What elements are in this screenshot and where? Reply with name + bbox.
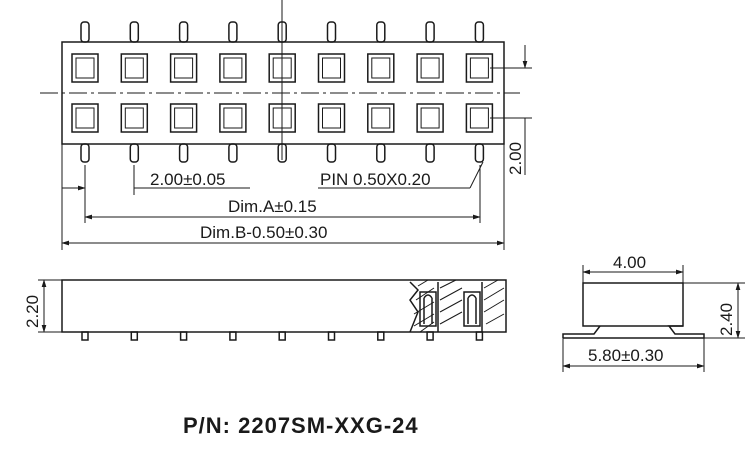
pin-column xyxy=(71,21,99,163)
pin-lead-top xyxy=(425,21,435,43)
pin-lead-bottom xyxy=(80,143,90,163)
contact-hole-outer xyxy=(367,103,395,133)
pin-lead-bottom xyxy=(474,143,485,163)
end-height-label: 2.40 xyxy=(717,303,736,336)
pitch-label: 2.00±0.05 xyxy=(150,170,226,189)
contact-hole-inner xyxy=(371,107,391,129)
end-view-body xyxy=(582,282,684,327)
pin-lead-bottom xyxy=(277,143,287,163)
end-bottom-width-label: 5.80±0.30 xyxy=(588,346,664,365)
side-pin xyxy=(475,331,484,341)
pin-lead-bottom xyxy=(228,143,238,163)
pin-lead-top xyxy=(326,21,337,43)
contact-hole-outer xyxy=(317,53,346,83)
contact-hole-inner xyxy=(322,107,341,129)
row-pitch-label: 2.00 xyxy=(506,142,525,175)
pin-lead-top xyxy=(474,21,485,43)
pin-column xyxy=(268,21,296,163)
contact-hole-outer xyxy=(416,53,444,83)
pin-column xyxy=(169,21,198,163)
side-view-body xyxy=(61,279,507,333)
contact-hole-outer xyxy=(416,103,444,133)
pin-lead-top xyxy=(277,21,287,43)
contact-hole-outer xyxy=(219,53,247,83)
contact-hole-inner xyxy=(174,107,194,129)
pin-lead-bottom xyxy=(425,143,435,163)
side-pin xyxy=(426,331,434,341)
contact-hole-outer xyxy=(169,103,198,133)
part-number: P/N: 2207SM-XXG-24 xyxy=(183,413,419,438)
contact-hole-inner xyxy=(223,107,243,129)
side-pins xyxy=(81,331,484,341)
pin-lead-top xyxy=(178,21,189,43)
top-view: 2.00 2.00±0.05 PIN 0.50X0.20 Dim.A±0.15 … xyxy=(40,0,532,250)
contact-hole-outer xyxy=(268,53,296,83)
pin-column xyxy=(120,21,149,163)
side-pin xyxy=(81,331,89,341)
contact-hole-inner xyxy=(174,57,194,79)
contact-hole-outer xyxy=(219,103,247,133)
side-pin xyxy=(179,331,188,341)
contact-hole-outer xyxy=(268,103,296,133)
contact-hole-outer xyxy=(367,53,395,83)
pin-column xyxy=(416,21,444,163)
contact-hole-outer xyxy=(71,103,99,133)
contact-hole-inner xyxy=(124,107,144,129)
pin-column xyxy=(465,21,494,163)
contact-hole-outer xyxy=(71,53,99,83)
contact-hole-outer xyxy=(120,53,149,83)
contact-hole-inner xyxy=(371,57,391,79)
contact-hole-outer xyxy=(120,103,149,133)
side-pin xyxy=(130,331,139,341)
contact-hole-outer xyxy=(317,103,346,133)
contact-hole-inner xyxy=(420,107,440,129)
contact-hole-inner xyxy=(124,57,144,79)
side-pin xyxy=(229,331,237,341)
contact-hole-outer xyxy=(169,53,198,83)
side-pin xyxy=(377,331,385,341)
contact-hole-inner xyxy=(272,57,292,79)
contact-hole-inner xyxy=(322,57,341,79)
pin-lead-bottom xyxy=(326,143,337,163)
pin-columns xyxy=(71,21,494,163)
side-pin xyxy=(327,331,336,341)
pin-lead-bottom xyxy=(376,143,386,163)
side-view: 2.20 xyxy=(23,279,507,341)
dim-a-label: Dim.A±0.15 xyxy=(228,197,317,216)
contact-hole-inner xyxy=(469,57,489,79)
contact-hole-inner xyxy=(272,107,292,129)
pin-size-label: PIN 0.50X0.20 xyxy=(320,170,431,189)
pin-lead-top xyxy=(376,21,386,43)
pin-lead-top xyxy=(129,21,140,43)
end-view: 4.00 2.40 5.80±0.30 xyxy=(562,253,745,372)
pin-column xyxy=(317,21,346,163)
contact-hole-inner xyxy=(223,57,243,79)
end-view-legs xyxy=(562,325,705,339)
end-top-width-label: 4.00 xyxy=(613,253,646,272)
side-pin xyxy=(278,331,286,341)
side-height-label: 2.20 xyxy=(23,295,42,328)
contact-hole-inner xyxy=(420,57,440,79)
contact-hole-inner xyxy=(469,107,489,129)
contact-hole-inner xyxy=(75,57,95,79)
pin-lead-bottom xyxy=(178,143,189,163)
contact-hole-inner xyxy=(75,107,95,129)
cutaway-section xyxy=(409,279,505,333)
pin-column xyxy=(219,21,247,163)
pin-lead-top xyxy=(228,21,238,43)
pin-lead-bottom xyxy=(129,143,140,163)
pin-lead-top xyxy=(80,21,90,43)
dim-b-label: Dim.B-0.50±0.30 xyxy=(200,223,327,242)
pin-column xyxy=(367,21,395,163)
pin-size-leader xyxy=(469,161,484,189)
